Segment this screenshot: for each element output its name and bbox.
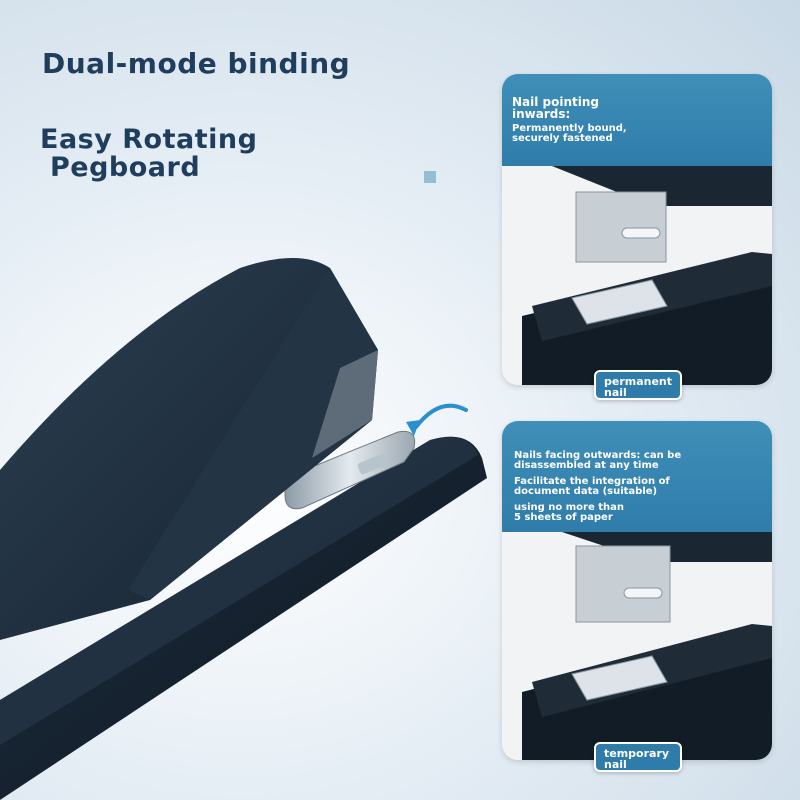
- decorative-square: [424, 171, 436, 183]
- badge-temporary-nail: temporary nail: [594, 742, 682, 772]
- headline-easy-rotating: Easy Rotating: [40, 124, 258, 155]
- card-header: Nails facing outwards: can be disassembl…: [502, 421, 772, 532]
- card-description: Permanently bound, securely fastened: [512, 123, 627, 144]
- card-header: Nail pointing inwards: Permanently bound…: [502, 74, 772, 166]
- card-description-3: using no more than 5 sheets of paper: [514, 502, 624, 523]
- card-permanent-nail: Nail pointing inwards: Permanently bound…: [502, 74, 772, 385]
- card-temporary-nail: Nails facing outwards: can be disassembl…: [502, 421, 772, 760]
- stapler-closeup-photo: [502, 532, 772, 760]
- stapler-closeup-photo: [502, 166, 772, 385]
- card-title: Nail pointing inwards:: [512, 95, 600, 121]
- card-description: Nails facing outwards: can be disassembl…: [514, 450, 682, 471]
- headline-pegboard: Pegboard: [50, 152, 201, 183]
- headline-dual-mode: Dual-mode binding: [42, 47, 351, 80]
- card-description-2: Facilitate the integration of document d…: [514, 476, 670, 497]
- badge-permanent-nail: permanent nail: [594, 370, 682, 400]
